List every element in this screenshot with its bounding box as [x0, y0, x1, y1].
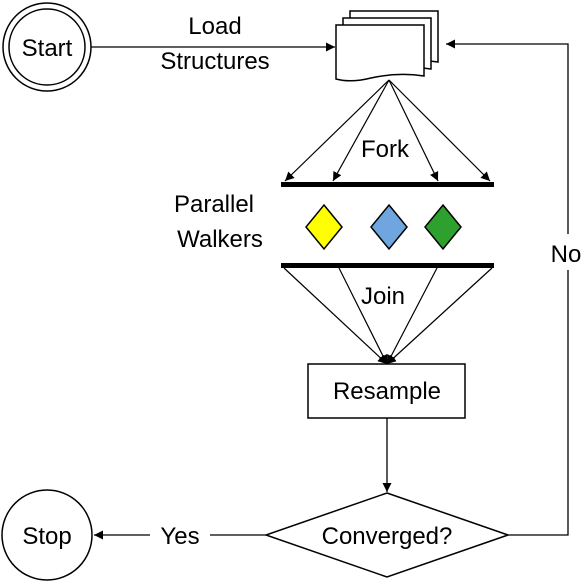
fork-arrows [284, 79, 491, 182]
converged-decision: Converged? [263, 492, 511, 578]
parallel-label-line2: Walkers [177, 226, 263, 253]
no-label: No [551, 241, 582, 268]
resample-label: Resample [333, 378, 441, 405]
yes-label: Yes [160, 523, 199, 550]
walker-diamond-yellow [305, 203, 343, 251]
walker-diamond-blue [370, 203, 408, 251]
stop-label: Stop [22, 523, 71, 550]
arrow-no-loop [446, 39, 569, 536]
join-arrows [283, 267, 493, 365]
parallel-label-line1: Parallel [174, 191, 254, 218]
fork-label: Fork [361, 136, 410, 163]
converged-label: Converged? [322, 523, 453, 550]
join-bar [281, 263, 494, 268]
stop-node: Stop [1, 489, 93, 581]
walker-diamond-green [424, 203, 462, 251]
resample-node: Resample [307, 363, 466, 419]
structures-documents-icon [335, 10, 439, 82]
start-node: Start [2, 2, 92, 92]
fork-bar [281, 182, 494, 187]
load-label-line2: Structures [160, 48, 269, 75]
start-label: Start [22, 35, 73, 62]
load-label-line1: Load [188, 13, 241, 40]
join-label: Join [361, 283, 405, 310]
